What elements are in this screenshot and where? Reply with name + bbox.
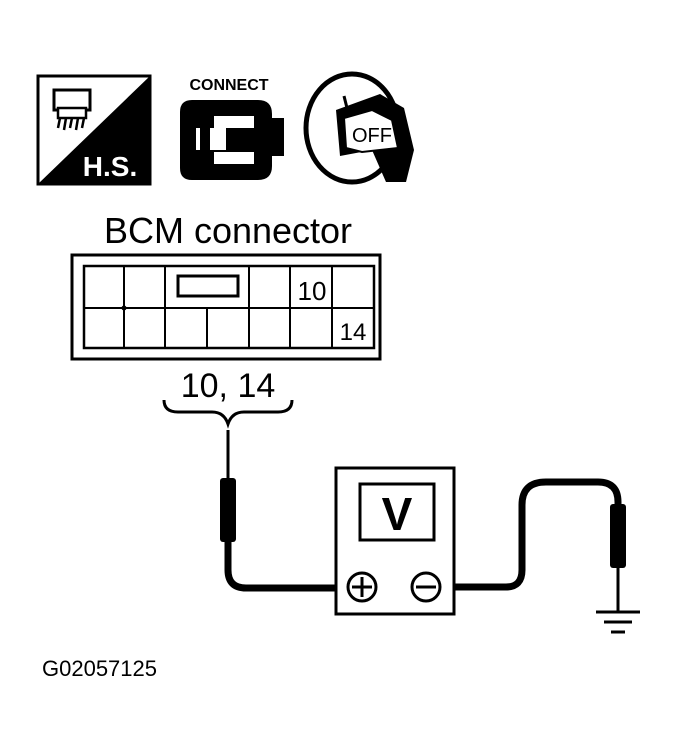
- negative-lead: [454, 478, 626, 612]
- connect-icon: CONNECT: [180, 77, 284, 180]
- voltmeter-display: [358, 482, 436, 542]
- pin-label-upper: 10: [298, 276, 327, 306]
- figure-id: G02057125: [42, 656, 157, 681]
- pins-brace: [162, 399, 294, 429]
- connector-lock-tab: [176, 274, 240, 298]
- pin-label-lower: 14: [340, 319, 367, 346]
- ground-symbol: [596, 610, 640, 634]
- pins-caption: 10, 14: [181, 367, 276, 405]
- positive-probe: [220, 430, 338, 592]
- ignition-off-icon: OFF: [303, 71, 414, 185]
- voltmeter: V: [334, 466, 456, 616]
- positive-terminal: [346, 571, 378, 603]
- negative-terminal: [410, 571, 442, 603]
- ignition-off-label: OFF: [352, 125, 392, 147]
- bcm-connector-face: 10 14: [70, 253, 382, 361]
- hs-label: H.S.: [83, 151, 137, 182]
- connector-title: BCM connector: [104, 210, 352, 251]
- voltmeter-label: V: [382, 488, 413, 540]
- harness-side-icon: H.S.: [36, 74, 152, 186]
- connect-label: CONNECT: [189, 77, 268, 94]
